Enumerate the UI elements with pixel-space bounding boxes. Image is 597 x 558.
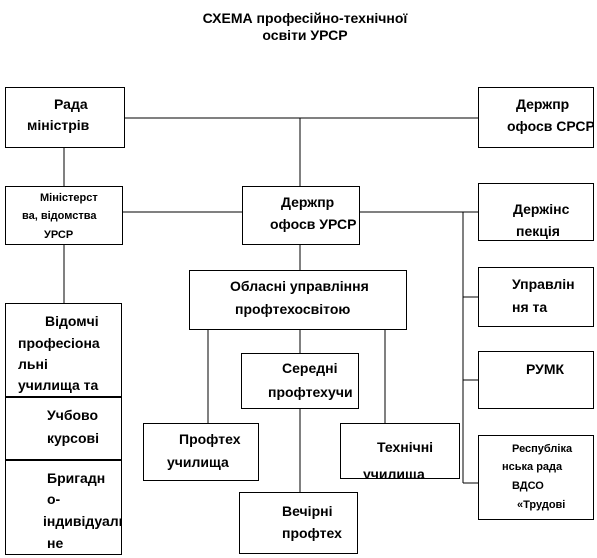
node-vidomchi-uchylyshcha-line2: професіона bbox=[18, 335, 100, 351]
node-oblasni-upravlinnia-line2: профтехосвітою bbox=[235, 301, 351, 317]
node-derzhprofosvit-ursr: Держпр офосв УРСР bbox=[242, 186, 360, 245]
node-vidomchi-uchylyshcha-line4: училища та bbox=[18, 377, 99, 393]
node-bryhadno-indyvidualni-line2: о- bbox=[47, 491, 61, 507]
node-respublikanska-rada-line3: ВДСО bbox=[512, 480, 544, 492]
node-respublikanska-rada-line2: нська рада bbox=[502, 461, 563, 473]
node-respublikanska-rada: Республіка нська рада ВДСО «Трудові bbox=[478, 435, 594, 520]
node-tekhnichni-uchylyshcha-line2: училища bbox=[363, 466, 425, 479]
diagram-title-line1: СХЕМА професійно-технічної bbox=[202, 10, 408, 26]
node-seredni-proftekhuchylyshcha-line2: профтехучи bbox=[268, 384, 353, 400]
node-tekhnichni-uchylyshcha-line1: Технічні bbox=[377, 439, 434, 455]
node-seredni-proftekhuchylyshcha: Середні профтехучи bbox=[241, 353, 359, 409]
node-bryhadno-indyvidualni: Бригадн о- індивідуаль не bbox=[5, 460, 122, 555]
node-derzhprofosvit-ursr-line2: офосв УРСР bbox=[270, 216, 357, 232]
node-rada-ministriv-line1: Рада bbox=[54, 96, 88, 112]
node-uchbovo-kursovi-line1: Учбово bbox=[47, 407, 99, 423]
node-derzhinspektsiia: Держінс пекція bbox=[478, 183, 594, 241]
node-respublikanska-rada-line4: «Трудові bbox=[517, 499, 566, 511]
node-vidomchi-uchylyshcha: Відомчі професіона льні училища та bbox=[5, 303, 122, 397]
node-oblasni-upravlinnia: Обласні управління профтехосвітою bbox=[189, 270, 407, 330]
node-uchbovo-kursovi: Учбово курсові bbox=[5, 397, 122, 460]
node-rumk: РУМК bbox=[478, 351, 594, 409]
node-derzhprofosvit-srsr-line1: Держпр bbox=[516, 96, 570, 112]
node-tekhnichni-uchylyshcha: Технічні училища bbox=[340, 423, 460, 479]
node-rada-ministriv-line2: міністрів bbox=[27, 117, 90, 133]
node-upravlinnia-ta-line2: ня та bbox=[512, 299, 548, 315]
node-derzhprofosvit-ursr-line1: Держпр bbox=[281, 194, 335, 210]
node-vidomchi-uchylyshcha-line3: льні bbox=[18, 356, 48, 372]
node-vechirni-proftekh-line1: Вечірні bbox=[282, 503, 333, 519]
node-ministerstva: Міністерст ва, відомства УРСР bbox=[5, 186, 123, 245]
node-ministerstva-line1: Міністерст bbox=[40, 192, 98, 204]
node-proftekh-uchylyshcha: Профтех училища bbox=[143, 423, 259, 481]
node-ministerstva-line2: ва, відомства bbox=[22, 210, 97, 222]
node-rumk-line1: РУМК bbox=[526, 361, 565, 377]
node-seredni-proftekhuchylyshcha-line1: Середні bbox=[282, 360, 338, 376]
node-proftekh-uchylyshcha-line1: Профтех bbox=[179, 431, 241, 447]
node-derzhprofosvit-srsr: Держпр офосв СРСР bbox=[478, 87, 594, 148]
node-vechirni-proftekh-line2: профтех bbox=[282, 525, 342, 541]
node-bryhadno-indyvidualni-line1: Бригадн bbox=[47, 470, 106, 486]
node-upravlinnia-ta: Управлін ня та bbox=[478, 267, 594, 327]
node-vechirni-proftekh: Вечірні профтех bbox=[239, 492, 358, 554]
node-respublikanska-rada-line1: Республіка bbox=[512, 443, 573, 455]
node-rada-ministriv: Рада міністрів bbox=[5, 87, 125, 148]
node-bryhadno-indyvidualni-line3: індивідуаль bbox=[43, 513, 122, 529]
node-ministerstva-line3: УРСР bbox=[44, 229, 74, 241]
node-derzhprofosvit-srsr-line2: офосв СРСР bbox=[507, 118, 594, 134]
node-vidomchi-uchylyshcha-line1: Відомчі bbox=[45, 313, 99, 329]
diagram-title: СХЕМА професійно-технічної освіти УРСР bbox=[150, 10, 460, 44]
node-bryhadno-indyvidualni-line4: не bbox=[47, 535, 64, 551]
node-proftekh-uchylyshcha-line2: училища bbox=[167, 454, 229, 470]
diagram-title-line2: освіти УРСР bbox=[262, 27, 348, 43]
node-derzhinspektsiia-line1: Держінс bbox=[513, 201, 570, 217]
node-uchbovo-kursovi-line2: курсові bbox=[47, 430, 99, 446]
node-derzhinspektsiia-line2: пекція bbox=[516, 223, 560, 239]
node-oblasni-upravlinnia-line1: Обласні управління bbox=[230, 278, 369, 294]
node-upravlinnia-ta-line1: Управлін bbox=[512, 276, 575, 292]
